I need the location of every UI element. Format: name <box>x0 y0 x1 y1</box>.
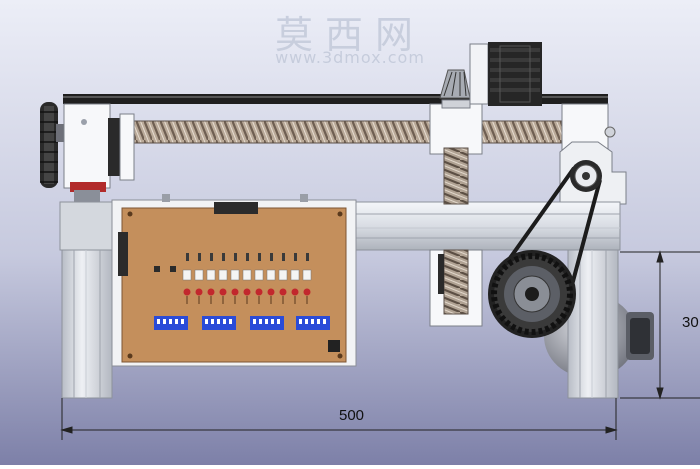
lead-screw-vertical <box>429 147 483 327</box>
width-dimension-label: 500 <box>339 407 365 424</box>
stepper-motor-icon <box>439 42 542 106</box>
height-dimension-label: 30 <box>682 314 699 331</box>
dimension-height <box>620 250 700 400</box>
watermark-url: www.3dmox.com <box>275 48 425 67</box>
belt-pulley-icon <box>488 160 602 338</box>
left-bearing-block <box>63 103 135 204</box>
dimension-width <box>60 398 618 440</box>
watermark-title: 莫西网 <box>274 13 425 57</box>
top-rail <box>63 94 608 104</box>
carriage-block <box>429 99 483 155</box>
lead-screw-horizontal <box>109 120 571 144</box>
hand-wheel <box>40 102 66 188</box>
control-board-icon <box>111 194 357 367</box>
aluminum-leg-left <box>61 249 113 399</box>
